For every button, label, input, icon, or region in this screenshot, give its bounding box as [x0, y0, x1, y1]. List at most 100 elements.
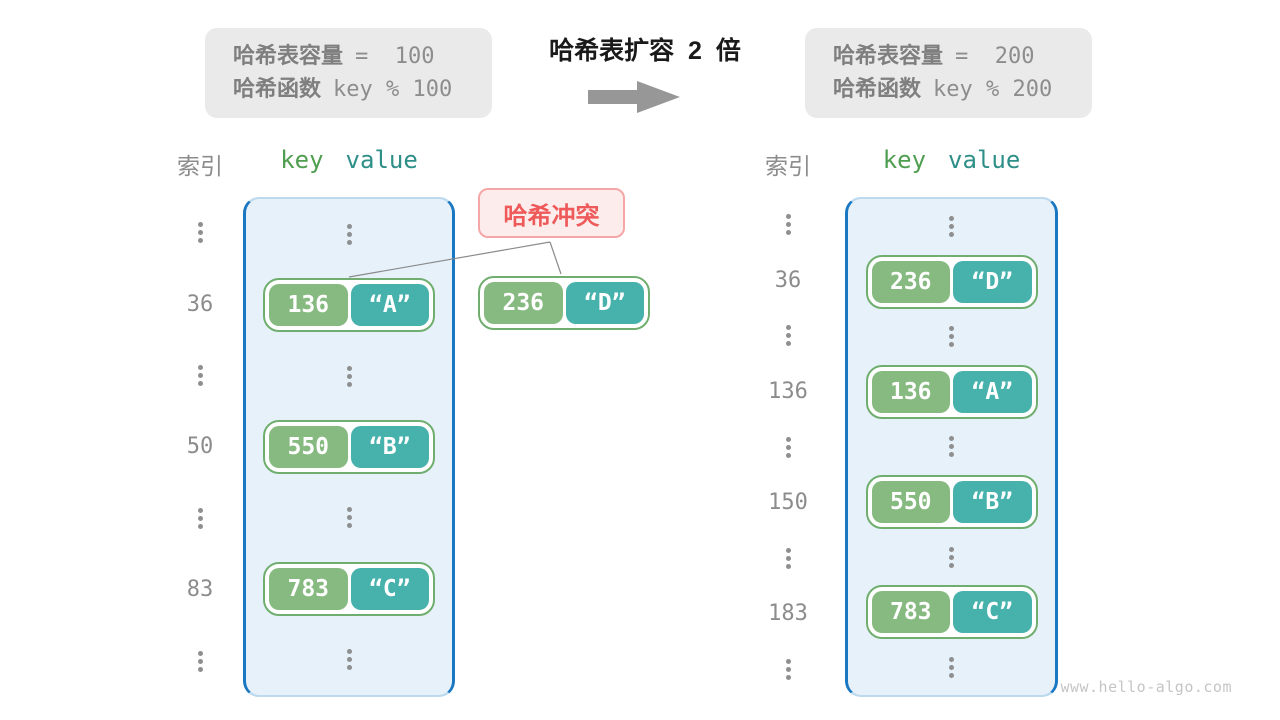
index-slot: [160, 626, 240, 697]
ellipsis-icon: [197, 222, 203, 244]
capacity-label: 哈希表容量: [833, 43, 944, 69]
ellipsis-icon: [197, 650, 203, 672]
key-header: key: [280, 146, 324, 174]
bucket-slot: [246, 624, 452, 695]
bucket-slot: [246, 482, 452, 553]
value-cell: “D”: [565, 282, 644, 324]
bucket-slot: [848, 530, 1055, 585]
key-cell: 236: [484, 282, 563, 324]
kv-pair: 783 “C”: [865, 585, 1038, 640]
key-cell: 136: [871, 370, 950, 413]
capacity-line: 哈希表容量 = 200: [833, 43, 1092, 70]
index-label: 83: [186, 577, 214, 603]
index-slot: 50: [160, 411, 240, 482]
index-slot: 36: [160, 268, 240, 339]
kv-pair: 236 “D”: [865, 254, 1038, 309]
capacity-value: = 200: [955, 44, 1035, 70]
ellipsis-icon: [785, 214, 791, 236]
capacity-box-after: 哈希表容量 = 200 哈希函数 key % 200: [805, 28, 1092, 118]
ellipsis-icon: [785, 658, 791, 680]
diagram-title: 哈希表扩容 2 倍: [549, 37, 741, 65]
index-label: 36: [186, 291, 214, 317]
bucket-slot: [848, 199, 1055, 254]
ellipsis-icon: [346, 649, 352, 671]
capacity-label: 哈希表容量: [233, 43, 344, 69]
kv-pair: 550 “B”: [263, 420, 435, 474]
index-slot: [748, 419, 828, 475]
left-index-column: 36 50 83: [160, 197, 240, 697]
value-cell: “B”: [350, 426, 429, 468]
kv-pair: 550 “B”: [865, 475, 1038, 530]
value-cell: “C”: [953, 591, 1032, 634]
index-slot: 150: [748, 475, 828, 531]
ellipsis-icon: [197, 507, 203, 529]
index-slot: [748, 308, 828, 364]
index-slot: [748, 197, 828, 253]
hash-function-value: key % 100: [333, 76, 453, 102]
hash-function-value: key % 200: [933, 76, 1053, 102]
value-header: value: [948, 146, 1021, 174]
value-cell: “B”: [953, 481, 1032, 524]
bucket-slot: 550 “B”: [246, 412, 452, 483]
ellipsis-icon: [949, 656, 954, 678]
hash-table-before: 136 “A” 550 “B” 783 “C”: [243, 197, 455, 697]
capacity-line: 哈希表容量 = 100: [233, 43, 492, 70]
ellipsis-icon: [949, 546, 954, 568]
ellipsis-icon: [346, 507, 352, 529]
ellipsis-icon: [785, 436, 791, 458]
ellipsis-icon: [949, 216, 954, 238]
hash-function-label: 哈希函数: [833, 75, 922, 101]
hash-function-line: 哈希函数 key % 100: [233, 76, 492, 103]
value-cell: “C”: [350, 567, 429, 610]
ellipsis-icon: [785, 547, 791, 569]
right-kv-header: key value: [845, 146, 1058, 174]
watermark: www.hello-algo.com: [1060, 678, 1232, 696]
index-slot: [160, 197, 240, 268]
kv-pair: 136 “A”: [865, 364, 1038, 419]
value-header: value: [345, 146, 418, 174]
capacity-value: = 100: [355, 44, 435, 70]
value-cell: “D”: [953, 260, 1032, 303]
colliding-kv-pair: 236 “D”: [478, 276, 650, 330]
index-label: 36: [774, 267, 802, 293]
bucket-slot: 550 “B”: [848, 475, 1055, 530]
left-kv-header: key value: [243, 146, 455, 174]
index-label: 183: [768, 601, 808, 627]
ellipsis-icon: [785, 325, 791, 347]
index-slot: [748, 530, 828, 586]
index-slot: 136: [748, 364, 828, 420]
hash-function-line: 哈希函数 key % 200: [833, 76, 1092, 103]
hash-function-label: 哈希函数: [233, 75, 322, 101]
index-slot: [748, 642, 828, 698]
index-slot: 183: [748, 586, 828, 642]
bucket-slot: [246, 199, 452, 270]
ellipsis-icon: [346, 365, 352, 387]
arrow-right-icon: [588, 81, 680, 113]
key-cell: 783: [269, 567, 348, 610]
index-label: 136: [768, 378, 808, 404]
key-header: key: [882, 146, 927, 174]
kv-pair: 783 “C”: [263, 561, 435, 616]
hash-table-after: 236 “D” 136 “A” 550 “B” 783 “C”: [845, 197, 1058, 697]
bucket-slot: [848, 640, 1055, 695]
right-index-column: 36 136 150 183: [748, 197, 828, 697]
bucket-slot: [848, 309, 1055, 364]
key-cell: 783: [871, 591, 950, 634]
index-label: 150: [768, 490, 808, 516]
left-index-header: 索引: [177, 153, 223, 179]
hash-collision-label: 哈希冲突: [478, 188, 625, 238]
key-cell: 550: [871, 481, 950, 524]
bucket-slot: 783 “C”: [848, 585, 1055, 640]
index-slot: [160, 340, 240, 411]
index-slot: [160, 483, 240, 554]
value-cell: “A”: [953, 370, 1032, 413]
collision-line-right: [549, 241, 562, 275]
bucket-slot: [848, 419, 1055, 474]
index-slot: 83: [160, 554, 240, 625]
bucket-slot: 783 “C”: [246, 553, 452, 624]
capacity-box-before: 哈希表容量 = 100 哈希函数 key % 100: [205, 28, 492, 118]
key-cell: 136: [269, 284, 348, 327]
right-index-header: 索引: [765, 153, 811, 179]
key-cell: 236: [871, 260, 950, 303]
